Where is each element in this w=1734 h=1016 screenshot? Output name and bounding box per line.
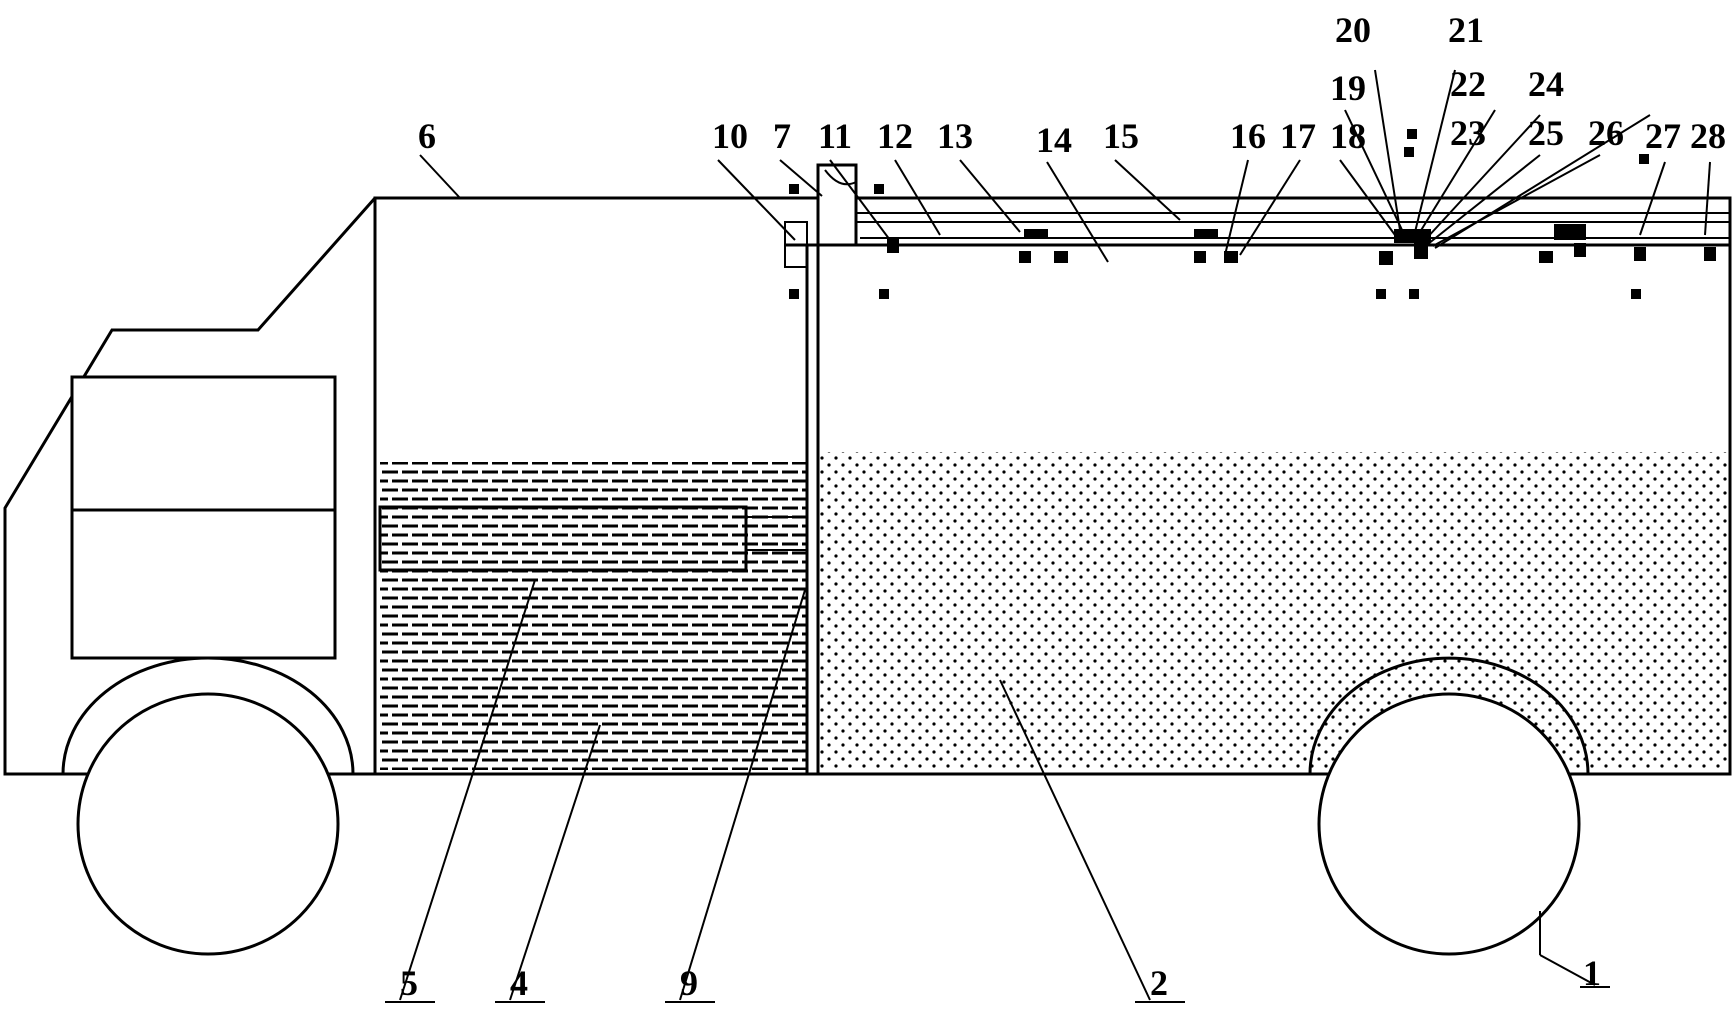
label-21: 21 [1448, 10, 1484, 50]
front-wheel-arch [61, 656, 355, 775]
label-6: 6 [418, 116, 436, 156]
label-28: 28 [1690, 116, 1726, 156]
roof-components [789, 129, 1716, 299]
label-16: 16 [1230, 116, 1266, 156]
label-13: 13 [937, 116, 973, 156]
label-20: 20 [1335, 10, 1371, 50]
rear-wheel [1317, 692, 1581, 956]
label-4: 4 [510, 963, 528, 1003]
cab-window [70, 375, 337, 660]
inner-tank [378, 505, 748, 572]
label-2: 2 [1150, 963, 1168, 1003]
label-26: 26 [1588, 113, 1624, 153]
label-underlines [385, 986, 1610, 1003]
label-25: 25 [1528, 113, 1564, 153]
dotted-compartment-fill [818, 452, 1729, 770]
label-19: 19 [1330, 68, 1366, 108]
leader-lines [399, 69, 1711, 1001]
label-5: 5 [400, 963, 418, 1003]
label-23: 23 [1450, 113, 1486, 153]
label-24: 24 [1528, 64, 1564, 104]
label-11: 11 [818, 116, 852, 156]
cargo-body-outline [373, 196, 1732, 776]
riser-pipe [816, 163, 858, 247]
inner-tank-fill [380, 507, 746, 570]
end-fitting [784, 221, 808, 268]
label-7: 7 [773, 116, 791, 156]
label-22: 22 [1450, 64, 1486, 104]
label-10: 10 [712, 116, 748, 156]
label-9: 9 [680, 963, 698, 1003]
front-wheel [76, 692, 340, 956]
rear-wheel-arch [1308, 656, 1590, 775]
label-27: 27 [1645, 116, 1681, 156]
cab-outline [3, 197, 377, 776]
callout-labels: 1 2 5 4 9 6 10 7 11 12 13 14 15 16 17 18… [400, 10, 1726, 1003]
label-12: 12 [877, 116, 913, 156]
label-18: 18 [1330, 116, 1366, 156]
label-17: 17 [1280, 116, 1316, 156]
label-14: 14 [1036, 120, 1072, 160]
label-15: 15 [1103, 116, 1139, 156]
label-1: 1 [1583, 953, 1601, 993]
